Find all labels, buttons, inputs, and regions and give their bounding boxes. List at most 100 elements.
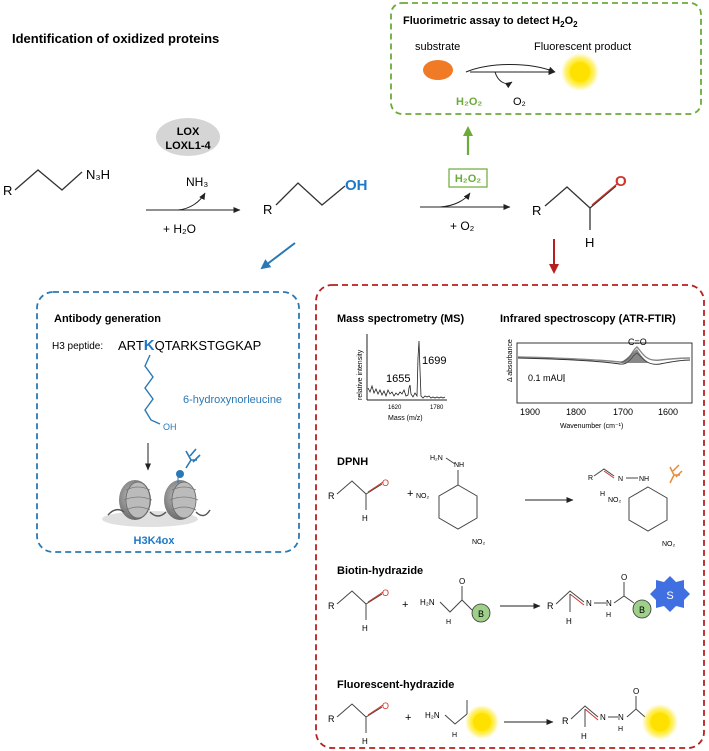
svg-text:H: H bbox=[362, 737, 368, 746]
svg-text:H₂N: H₂N bbox=[430, 455, 443, 462]
peptide-label: H3 peptide: bbox=[52, 341, 103, 352]
svg-text:O: O bbox=[382, 478, 389, 488]
side-chain-oh: OH bbox=[163, 422, 177, 432]
peptide-sequence: ARTKQTARKSTGGKAP bbox=[118, 337, 261, 354]
ms-xlabel: Mass (m/z) bbox=[388, 415, 423, 422]
enzyme-line2: LOXL1-4 bbox=[165, 140, 211, 152]
dpnh-title: DPNH bbox=[337, 456, 368, 468]
ir-scale: 0.1 mAU bbox=[528, 373, 563, 383]
aldehyde-r: R bbox=[532, 203, 541, 218]
biotin-bead bbox=[471, 603, 491, 623]
svg-text:R: R bbox=[328, 714, 335, 724]
h3k4ox-label: H3K4ox bbox=[134, 535, 176, 547]
ir-tick-1900: 1900 bbox=[520, 407, 540, 417]
ms-trace bbox=[367, 340, 446, 399]
svg-text:NH: NH bbox=[639, 476, 649, 483]
ms-title: Mass spectrometry (MS) bbox=[337, 313, 464, 325]
antibody-panel: Antibody generation H3 peptide: ARTKQTAR… bbox=[36, 291, 300, 553]
svg-text:R: R bbox=[588, 475, 593, 482]
svg-text:NO₂: NO₂ bbox=[416, 493, 430, 500]
ms-tick2: 1780 bbox=[430, 405, 444, 411]
fluorophore-product bbox=[650, 712, 670, 732]
fluorimetric-title: Fluorimetric assay to detect H2O2 bbox=[403, 15, 578, 29]
amine-r: R bbox=[3, 183, 12, 198]
o2-curve bbox=[494, 71, 513, 89]
main-reaction: LOX LOXL1-4 R N₃H NH₃ + H₂O R OH H₂O₂ + … bbox=[3, 118, 627, 250]
svg-text:N: N bbox=[618, 476, 623, 483]
streptavidin-star bbox=[650, 576, 690, 612]
svg-text:O: O bbox=[621, 573, 627, 582]
svg-text:H: H bbox=[581, 732, 587, 741]
amine-group: N₃H bbox=[86, 167, 110, 182]
ir-title: Infrared spectroscopy (ATR-FTIR) bbox=[500, 313, 676, 325]
h2o2-boxed: H₂O₂ bbox=[455, 173, 481, 185]
ir-peak: C=O bbox=[628, 337, 647, 347]
substrate-label: substrate bbox=[415, 41, 460, 53]
ms-ylabel: relative intensity bbox=[357, 349, 364, 400]
blue-arrow bbox=[260, 242, 296, 270]
svg-text:H: H bbox=[566, 617, 572, 626]
figure-title: Identification of oxidized proteins bbox=[12, 31, 219, 46]
fluorescent-product-label: Fluorescent product bbox=[534, 41, 631, 53]
svg-text:R: R bbox=[562, 716, 569, 726]
dpnh-reaction: R O H + H₂N NH NO₂ NO₂ R N NH H NO₂ bbox=[328, 455, 683, 548]
svg-text:N: N bbox=[618, 713, 624, 722]
aldehyde-o: O bbox=[615, 173, 627, 190]
biotin-reaction: R O H + H₂N O H B R H N N H bbox=[328, 573, 690, 633]
ms-tick1: 1620 bbox=[388, 405, 402, 411]
svg-text:B: B bbox=[478, 609, 484, 619]
svg-text:H: H bbox=[606, 612, 611, 619]
biotin-title: Biotin-hydrazide bbox=[337, 565, 423, 577]
antibody-icon bbox=[185, 448, 201, 469]
svg-text:B: B bbox=[639, 605, 645, 615]
o2-label: + O₂ bbox=[450, 219, 475, 233]
svg-text:N: N bbox=[600, 713, 606, 722]
ms-peak2: 1699 bbox=[422, 355, 446, 367]
ir-tick-1800: 1800 bbox=[566, 407, 586, 417]
nh3-label: NH₃ bbox=[186, 175, 208, 189]
svg-text:N: N bbox=[606, 599, 612, 608]
biotin-product-bead bbox=[632, 599, 652, 619]
h2o2-box bbox=[448, 168, 488, 188]
h2o-label: + H₂O bbox=[163, 222, 196, 236]
svg-text:+: + bbox=[402, 599, 408, 611]
alcohol-r: R bbox=[263, 202, 272, 217]
detection-panel: Mass spectrometry (MS) relative intensit… bbox=[315, 284, 705, 749]
svg-text:H₂N: H₂N bbox=[420, 598, 435, 607]
svg-text:NO₂: NO₂ bbox=[608, 497, 622, 504]
ir-tick-1600: 1600 bbox=[658, 407, 678, 417]
svg-text:O: O bbox=[633, 687, 639, 696]
alcohol-oh: OH bbox=[345, 177, 368, 194]
substrate-shape bbox=[423, 60, 453, 80]
modification-label: 6-hydroxynorleucine bbox=[183, 394, 282, 406]
ir-xlabel: Wavenumber (cm⁻¹) bbox=[560, 423, 623, 430]
svg-text:H: H bbox=[618, 726, 623, 733]
nucleosome-illustration bbox=[102, 448, 211, 527]
svg-text:R: R bbox=[328, 601, 335, 611]
fluor-reaction: R O H + H₂N H R H N N H O bbox=[328, 687, 678, 746]
fluorophore-reagent bbox=[473, 713, 491, 731]
ir-spectrum: Δ absorbance C=O 0.1 mAU 1900 1800 1700 … bbox=[507, 337, 693, 430]
modification-dot bbox=[176, 470, 184, 478]
svg-text:H: H bbox=[362, 514, 368, 523]
ms-peak1: 1655 bbox=[386, 373, 410, 385]
lox-enzyme bbox=[156, 118, 220, 156]
fluor-title: Fluorescent-hydrazide bbox=[337, 679, 454, 691]
svg-text:H₂N: H₂N bbox=[425, 711, 440, 720]
lysine-side-chain bbox=[144, 354, 161, 425]
ms-spectrum: relative intensity 1655 1699 1620 1780 M… bbox=[357, 334, 447, 422]
svg-text:H: H bbox=[600, 491, 605, 498]
svg-text:NO₂: NO₂ bbox=[662, 541, 676, 548]
svg-text:NO₂: NO₂ bbox=[472, 539, 486, 546]
dpnh-antibody-icon bbox=[669, 464, 683, 484]
ir-ylabel: Δ absorbance bbox=[507, 339, 514, 382]
svg-text:O: O bbox=[459, 577, 465, 586]
fluorimetric-h2o2: H₂O₂ bbox=[456, 96, 482, 108]
svg-text:R: R bbox=[547, 601, 554, 611]
fluorimetric-arrow bbox=[465, 64, 556, 73]
svg-text:O: O bbox=[382, 701, 389, 711]
svg-text:H: H bbox=[452, 732, 457, 739]
svg-text:+: + bbox=[405, 712, 411, 724]
svg-text:R: R bbox=[328, 491, 335, 501]
